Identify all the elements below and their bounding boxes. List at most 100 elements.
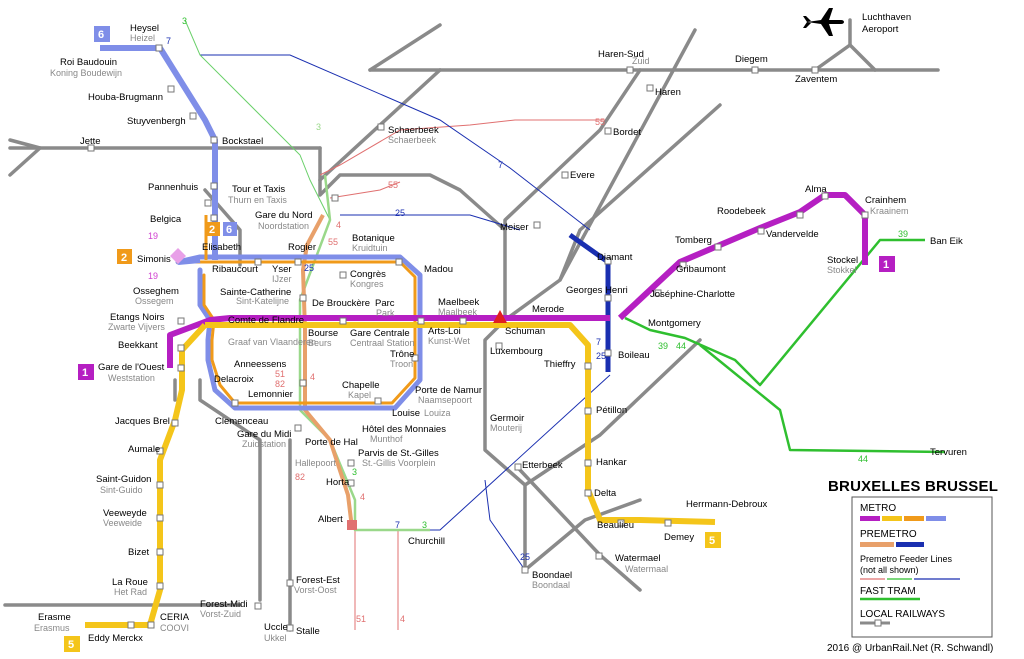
station-dot	[156, 548, 164, 556]
route-number: 3	[352, 467, 357, 477]
line-badge: 6	[223, 222, 237, 236]
station-label: Porte de Hal	[305, 437, 358, 448]
station-label: Georges Henri	[566, 285, 628, 296]
station-label: Pétillon	[596, 405, 627, 416]
station-label-alt: Park	[376, 308, 395, 318]
station-dot	[156, 514, 164, 522]
station-label: Elisabeth	[202, 242, 241, 253]
station-label: Jacques Brel	[115, 416, 170, 427]
tram-39	[624, 238, 925, 387]
station-label: Tour et Taxis	[232, 184, 285, 195]
station-label: Eddy Merckx	[88, 633, 143, 644]
station-dot	[811, 66, 819, 74]
schuman-interchange-icon	[493, 310, 507, 323]
line6-west	[177, 257, 201, 265]
airport-label-alt: Aeroport	[862, 24, 899, 35]
station-dot	[604, 127, 612, 135]
station-dot	[459, 317, 467, 325]
station-dot	[604, 294, 612, 302]
station-label: Watermael	[615, 553, 661, 564]
station-dot	[210, 136, 218, 144]
station-label-alt: Naamsepoort	[418, 395, 473, 405]
station-label: Louise	[392, 408, 420, 419]
line-badges: 6 2 6 2 1 1 5 5	[64, 26, 895, 652]
station-label: Diamant	[597, 252, 633, 263]
legend-premetro-label: PREMETRO	[860, 529, 917, 540]
station-label: Comte de Flandre	[228, 315, 304, 326]
station-label-alt: Sint-Katelijne	[236, 296, 289, 306]
station-label: Heysel	[130, 23, 159, 34]
legend-metro-swatch	[904, 516, 924, 521]
station-dot	[374, 397, 382, 405]
station-label-alt: Stokkel	[827, 265, 857, 275]
station-label: Vandervelde	[766, 229, 819, 240]
legend-metro-swatch	[860, 516, 880, 521]
station-label: Tervuren	[930, 447, 967, 458]
station-dot	[626, 66, 634, 74]
line-badge-number: 1	[883, 259, 889, 271]
station-dot	[514, 463, 522, 471]
station-markers	[87, 44, 869, 632]
line5-west	[85, 322, 208, 628]
line-badge-box	[206, 222, 220, 236]
station-dot	[861, 211, 869, 219]
line-badge-number: 6	[98, 29, 104, 41]
rail-boondael	[523, 498, 642, 572]
station-dot	[584, 362, 592, 370]
station-label: Sainte-Catherine	[220, 287, 291, 298]
line-badge-box	[223, 222, 237, 236]
line-badge-number: 2	[121, 252, 127, 264]
route-number: 7	[498, 160, 503, 170]
line-badge: 1	[78, 364, 94, 380]
station-label: Stockel	[827, 255, 858, 266]
line-badge: 2	[206, 222, 220, 236]
station-label: Crainhem	[865, 195, 906, 206]
rail-airport-branch	[813, 43, 877, 72]
route-number: 55	[388, 180, 398, 190]
line-badge: 5	[705, 532, 721, 548]
line-badge-number: 5	[68, 639, 74, 651]
station-label: Uccle	[264, 622, 288, 633]
station-dot	[411, 354, 419, 362]
station-label: Ribaucourt	[212, 264, 258, 275]
route-number: 82	[275, 379, 285, 389]
station-label: Schaerbeek	[388, 125, 439, 136]
airport-label: Luchthaven	[862, 12, 911, 23]
station-label-alt: Zuid	[632, 56, 650, 66]
station-label: CERIA	[160, 612, 190, 623]
station-label: Gare Centrale	[350, 328, 410, 339]
station-dot	[584, 407, 592, 415]
station-dot	[156, 582, 164, 590]
rail-northeast	[558, 103, 722, 282]
premetro-ns	[301, 214, 354, 529]
route-number: 3	[422, 520, 427, 530]
station-label-alt: Sint-Guido	[100, 485, 143, 495]
station-label: Anneessens	[234, 359, 287, 370]
station-label: Merode	[532, 304, 564, 315]
station-label-alt: Kraainem	[870, 206, 909, 216]
station-label-alt: Zwarte Vijvers	[108, 322, 165, 332]
station-dot	[584, 489, 592, 497]
station-label: Roodebeek	[717, 206, 766, 217]
station-label: Boondael	[532, 570, 572, 581]
station-label-alt: Watermaal	[625, 564, 668, 574]
station-dot	[347, 459, 355, 467]
station-dot	[294, 424, 302, 432]
station-label-alt: IJzer	[272, 274, 292, 284]
rail-luxembourg	[483, 318, 527, 572]
rail-north-south	[318, 146, 507, 322]
station-label-alt: Heizel	[130, 33, 155, 43]
station-label-alt: Weststation	[108, 373, 155, 383]
station-label: Hôtel des Monnaies	[362, 424, 446, 435]
station-labels: Heysel Heizel Roi Baudouin Koning Boudew…	[34, 23, 967, 644]
station-label: Trône	[390, 349, 414, 360]
rail-west-south	[198, 378, 262, 602]
route-number: 51	[275, 369, 285, 379]
station-dot	[347, 479, 355, 487]
station-dot	[127, 621, 135, 629]
airplane-icon	[803, 8, 844, 36]
station-dot	[177, 364, 185, 372]
legend: METRO PREMETRO Premetro Feeder Lines (no…	[851, 496, 993, 638]
station-label: Maelbeek	[438, 297, 479, 308]
station-dot	[299, 294, 307, 302]
